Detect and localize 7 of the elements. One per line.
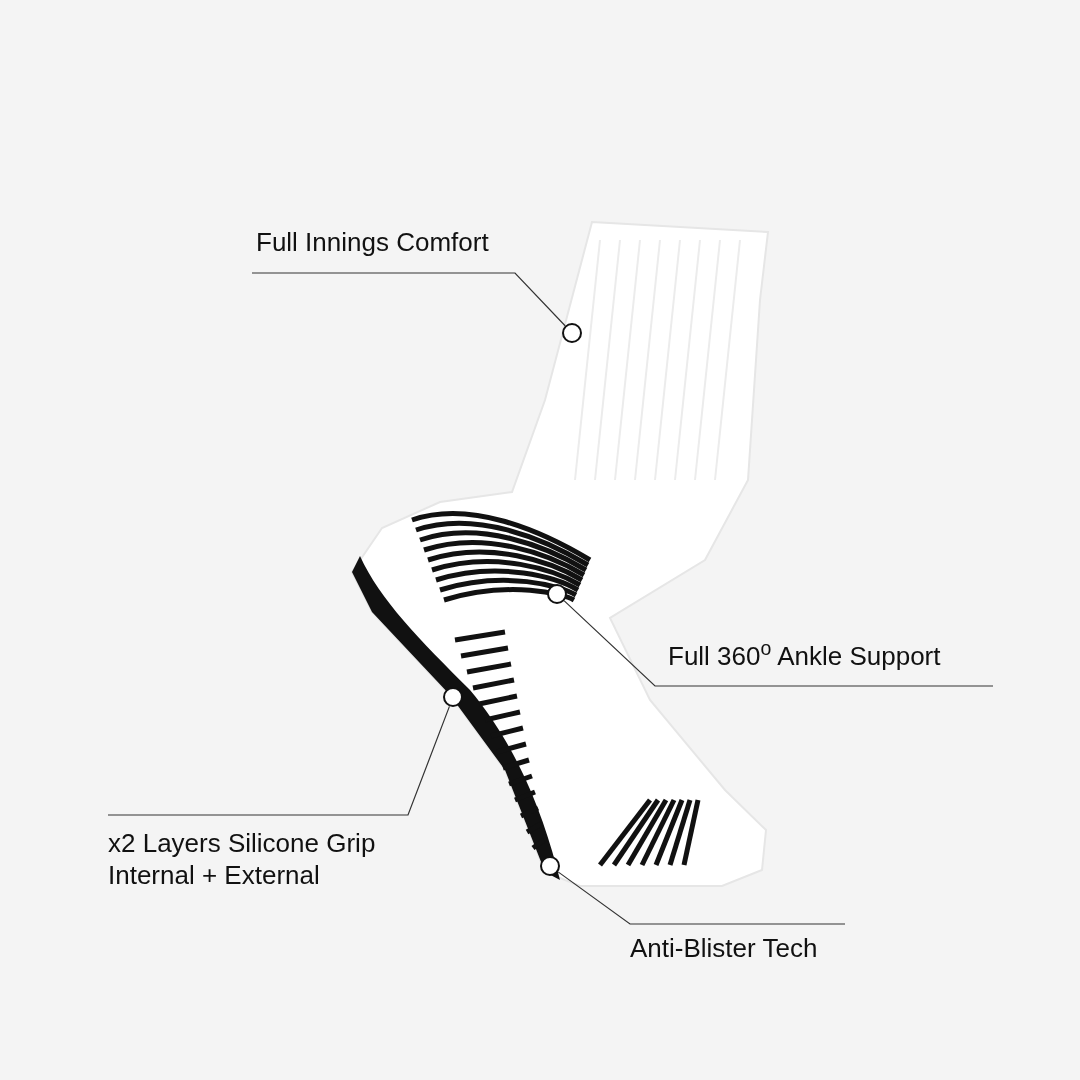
callout-label: Full 360$^{o}$ Ankle Support — [668, 640, 942, 672]
callout-label: Full Innings Comfort — [256, 226, 490, 258]
leader-line — [251, 272, 566, 327]
callout-label: x2 Layers Silicone Grip Internal + External — [108, 827, 377, 891]
leader-line — [563, 600, 994, 687]
leader-line — [107, 705, 451, 816]
callout-label: Anti-Blister Tech — [630, 932, 819, 964]
